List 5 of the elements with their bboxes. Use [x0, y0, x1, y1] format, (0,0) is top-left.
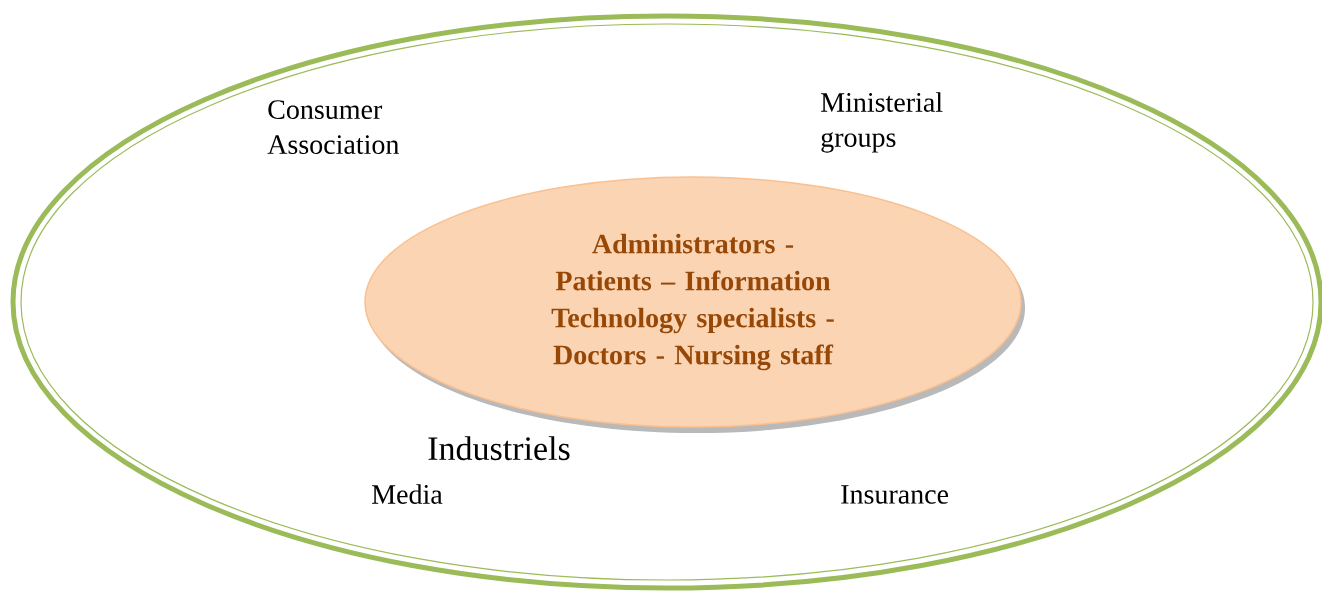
group-label: Insurance: [841, 485, 949, 504]
group-label: Consumer Association: [267, 100, 399, 154]
group-label: Industriels: [428, 436, 570, 461]
group-label: Media: [372, 484, 443, 504]
group-label: Ministerial groups: [821, 92, 943, 153]
